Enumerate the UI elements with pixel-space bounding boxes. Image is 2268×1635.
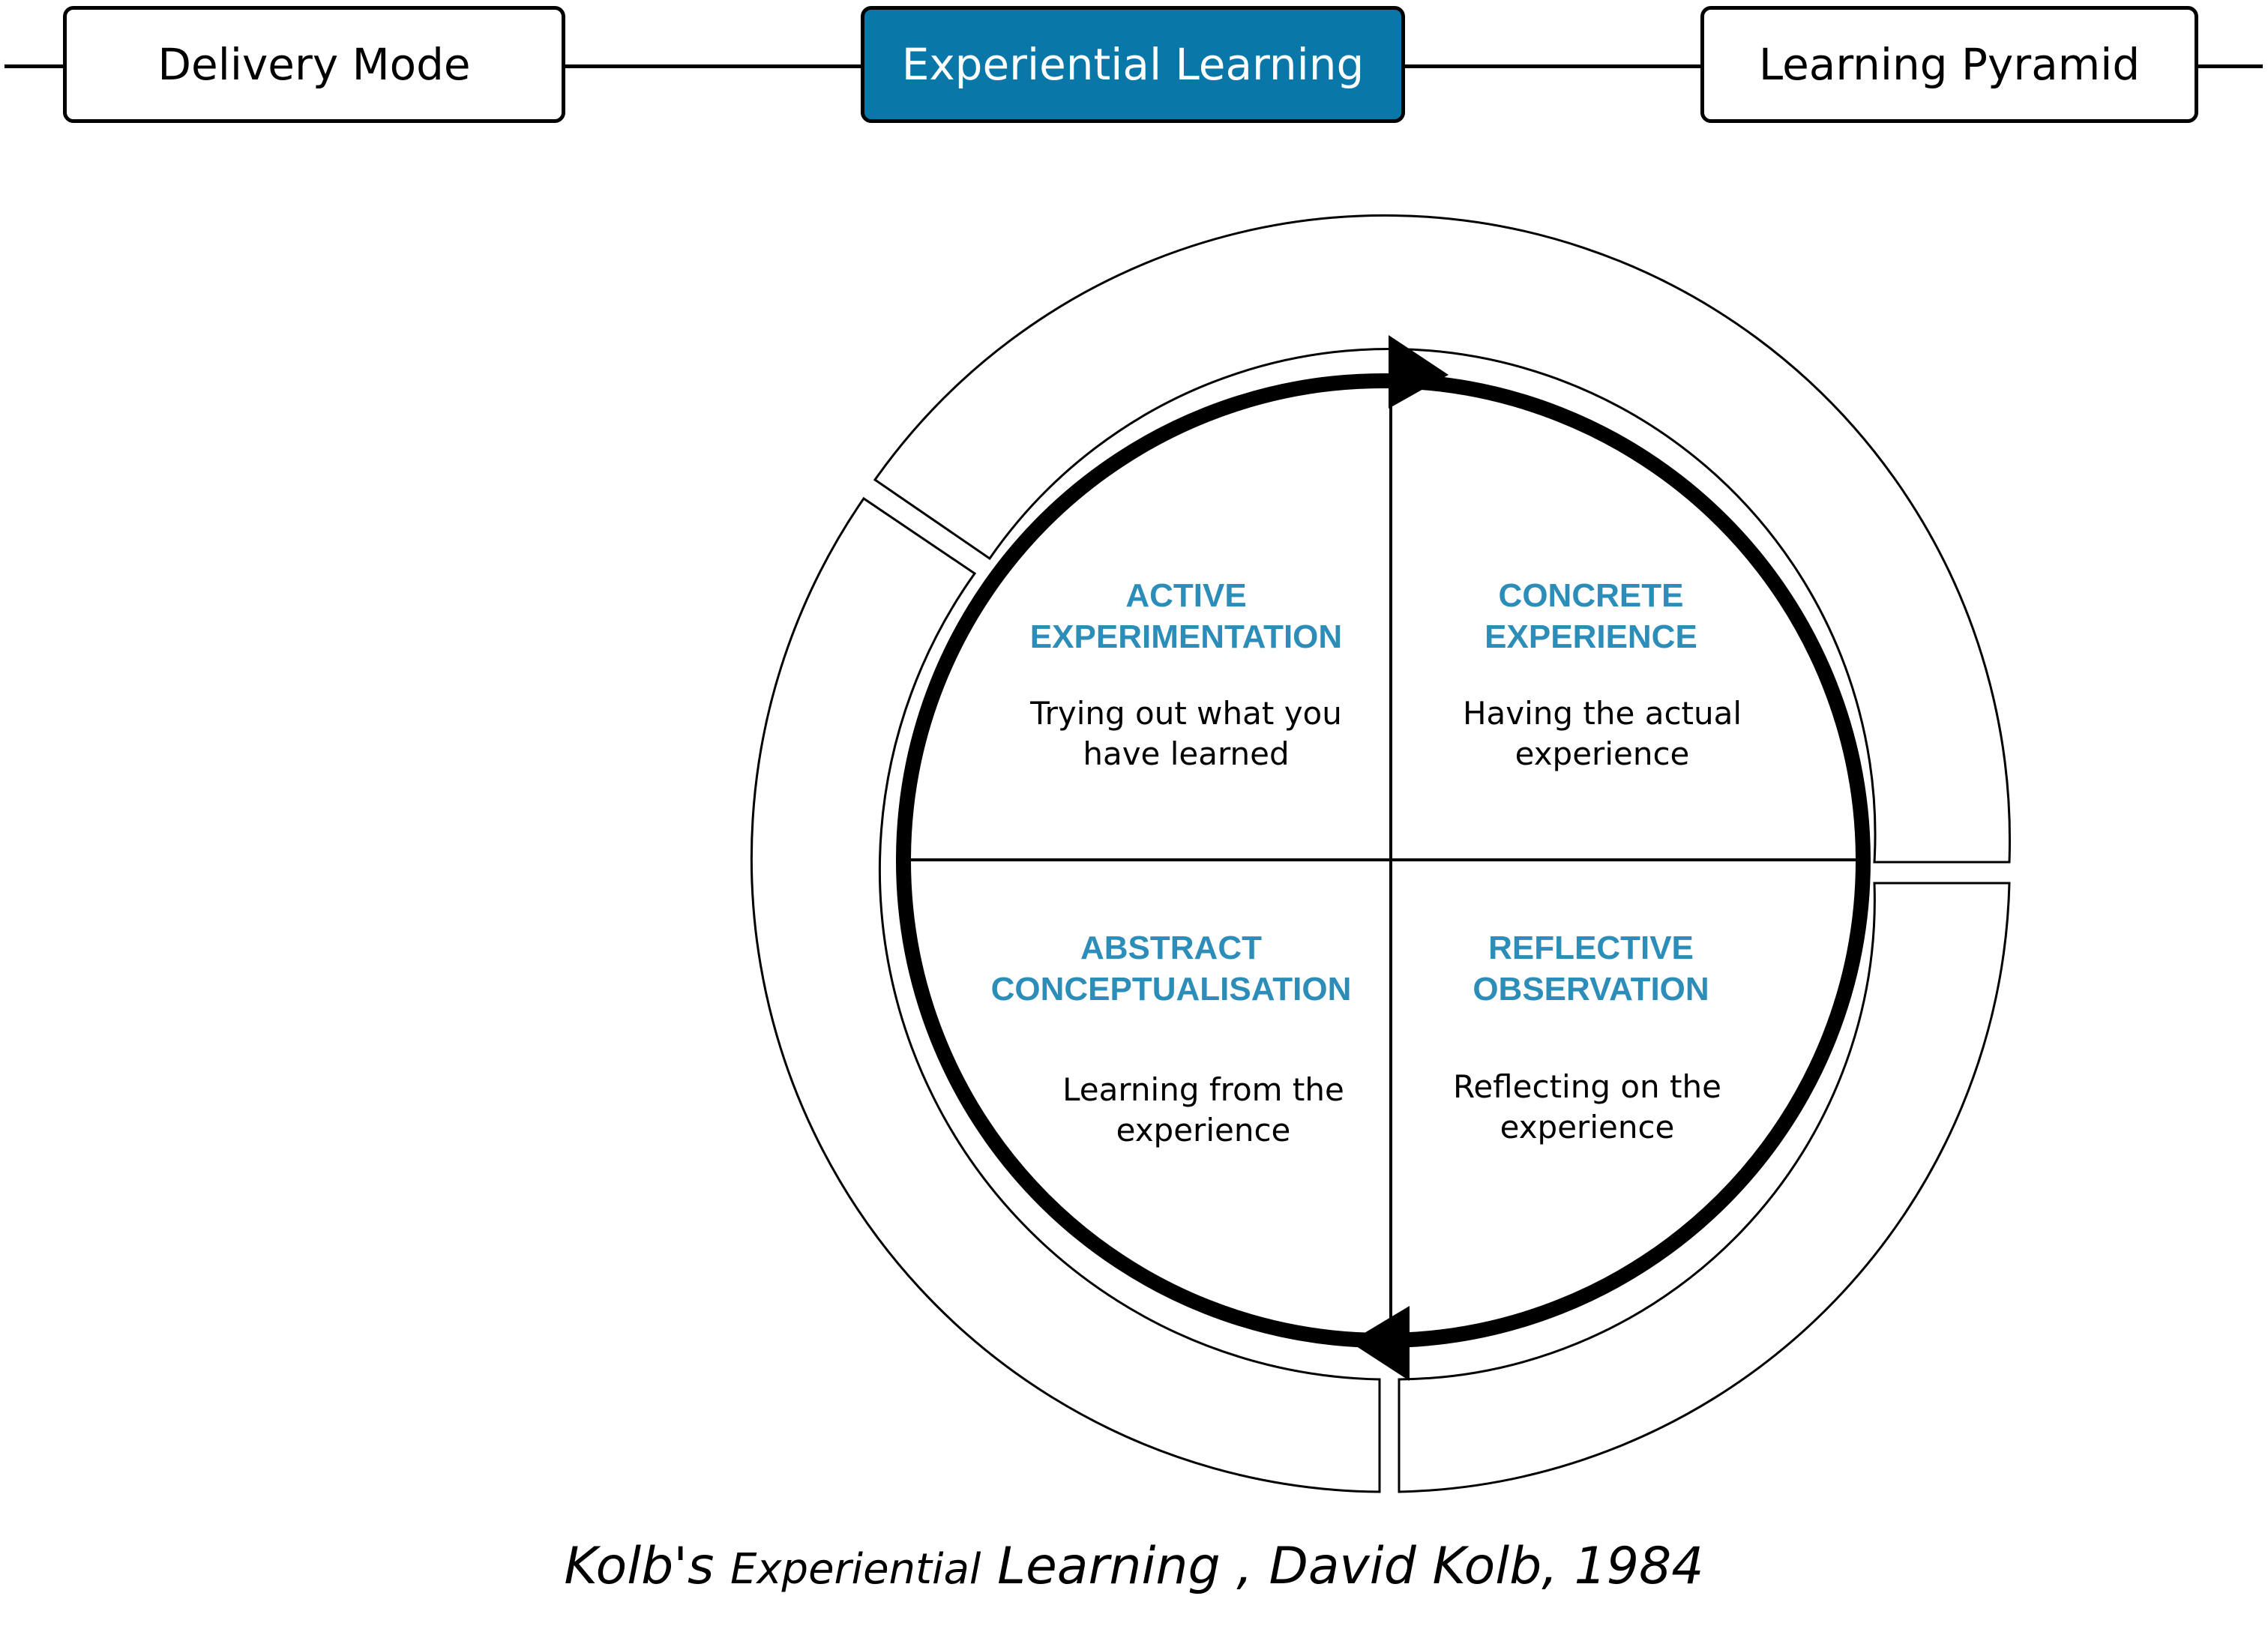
outer-ring-left-segment <box>750 496 1381 1493</box>
active-experimentation-desc-line2: have learned <box>1083 735 1289 772</box>
active-experimentation-title: ACTIVE <box>1125 577 1246 614</box>
tab-learning-pyramid[interactable]: Learning Pyramid <box>1700 6 2198 123</box>
concrete-experience-title-line2: EXPERIENCE <box>1485 618 1697 655</box>
figure-caption: Kolb's Experiential Learning , David Kol… <box>0 1537 2268 1596</box>
tab-delivery-mode[interactable]: Delivery Mode <box>63 6 565 123</box>
tab-experiential-learning[interactable]: Experiential Learning <box>861 6 1405 123</box>
abstract-conceptualisation-title-line2: CONCEPTUALISATION <box>991 971 1352 1008</box>
caption-part-2: Experiential <box>730 1545 981 1594</box>
arrowhead-top-icon <box>1389 335 1449 409</box>
reflective-observation-title-line2: OBSERVATION <box>1473 971 1709 1008</box>
active-experimentation-desc: Trying out what you <box>1029 695 1342 732</box>
abstract-conceptualisation-title: ABSTRACT <box>1080 930 1262 966</box>
concrete-experience-desc: Having the actual <box>1463 695 1742 732</box>
active-experimentation-title-line2: EXPERIMENTATION <box>1030 618 1342 655</box>
caption-part-1: Kolb's <box>564 1537 730 1596</box>
abstract-conceptualisation-desc-line2: experience <box>1116 1112 1291 1148</box>
concrete-experience-title: CONCRETE <box>1499 577 1684 614</box>
caption-part-3: Learning , David Kolb, 1984 <box>981 1537 1704 1596</box>
reflective-observation-title: REFLECTIVE <box>1488 930 1694 966</box>
outer-ring-right-segment <box>873 214 2012 864</box>
arrowhead-bottom-icon <box>1350 1306 1410 1381</box>
reflective-observation-desc: Reflecting on the <box>1453 1068 1721 1105</box>
outer-ring-bottom-segment <box>1398 882 2011 1493</box>
concrete-experience-desc-line2: experience <box>1515 735 1690 772</box>
reflective-observation-desc-line2: experience <box>1500 1109 1675 1145</box>
abstract-conceptualisation-desc: Learning from the <box>1062 1071 1344 1108</box>
